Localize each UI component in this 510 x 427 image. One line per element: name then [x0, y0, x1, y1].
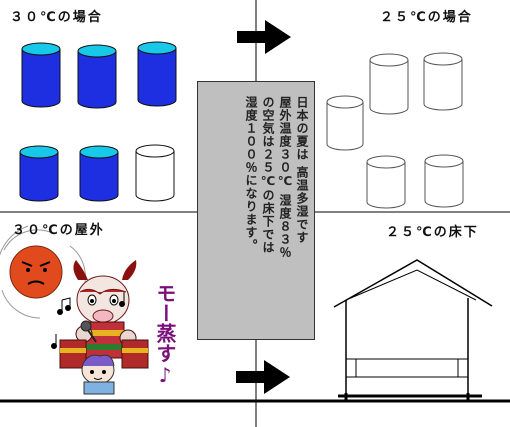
explanation-box: 日本の夏は 高温多湿です 屋外温度３０℃ 湿度８３％ の空気は２５℃の床下では …: [197, 81, 315, 340]
label-25c-case: ２５℃の場合: [380, 10, 473, 25]
empty-cup-icon: [366, 155, 406, 209]
empty-cup-icon: [423, 52, 463, 111]
angry-sun-icon: [0, 225, 86, 319]
right-arrow-icon: [236, 360, 290, 394]
explanation-line: 屋外温度３０℃ 湿度８３％: [278, 96, 292, 260]
filled-cup-icon: [137, 41, 177, 107]
empty-cup-icon: [424, 154, 464, 208]
filled-cup-icon: [21, 42, 61, 108]
explanation-line: 日本の夏は 高温多湿です: [295, 96, 309, 245]
house-cross-section-icon: [333, 259, 493, 401]
explanation-line: の空気は２５℃の床下では: [261, 96, 275, 254]
right-arrow-icon: [237, 20, 291, 54]
filled-cup-icon: [79, 145, 119, 202]
empty-cup-icon: [326, 95, 364, 151]
filled-cup-icon: [77, 44, 117, 109]
explanation-line: 湿度１００％になります。: [244, 96, 258, 252]
cow-character-icon: [51, 260, 149, 395]
label-25c-underfloor: ２５℃の床下: [386, 225, 479, 240]
explanation-text: 日本の夏は 高温多湿です 屋外温度３０℃ 湿度８３％ の空気は２５℃の床下では …: [242, 96, 310, 332]
label-30c-outdoor: ３０℃の屋外: [12, 223, 105, 238]
empty-cup-icon: [135, 144, 175, 202]
filled-cup-icon: [19, 145, 59, 202]
empty-cup-icon: [369, 53, 409, 115]
label-30c-case: ３０℃の場合: [10, 10, 103, 25]
exclamation-text: モー蒸す♪: [153, 283, 177, 387]
